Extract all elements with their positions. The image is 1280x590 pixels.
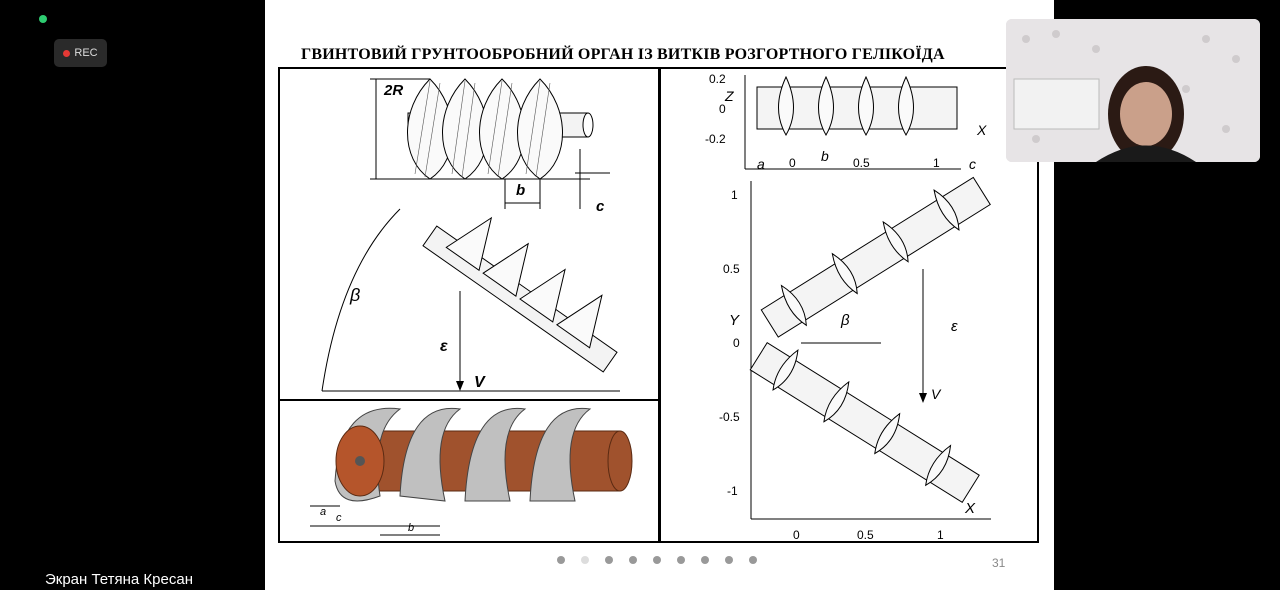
label-b: b [821, 148, 829, 164]
label-c: c [336, 512, 342, 524]
label-beta-right: β [840, 312, 850, 329]
auger-projection-plot: 0.2 0 -0.2 Z 0 0.5 1 X a b c 1 0.5 [705, 72, 991, 542]
participant-video[interactable] [1006, 19, 1260, 162]
figure-bottom-left: a c b [278, 399, 660, 543]
slide-dot[interactable] [557, 556, 565, 564]
slide-dot[interactable] [749, 556, 757, 564]
label-a: a [320, 506, 326, 518]
x-tick-1: 0.5 [857, 528, 874, 541]
label-v: V [474, 374, 486, 391]
label-c: c [969, 156, 976, 172]
label-eps: ε [440, 338, 448, 355]
z-tick-2: -0.2 [705, 132, 726, 146]
slide-dot[interactable] [701, 556, 709, 564]
rec-label: REC [74, 47, 98, 59]
label-2r: 2R [383, 82, 403, 99]
z-axis-label: Z [724, 88, 734, 104]
slide-title: ГВИНТОВИЙ ГРУНТООБРОБНИЙ ОРГАН ІЗ ВИТКІВ… [301, 46, 945, 63]
auger-3d-render: a c b [310, 407, 633, 536]
x-axis-label-top: X [976, 122, 987, 138]
x-tick-top-2: 1 [933, 156, 940, 170]
slide-dot[interactable] [653, 556, 661, 564]
label-v-right: V [931, 386, 942, 402]
figure-top-left: 2R b c β ε V [278, 67, 660, 401]
z-tick-1: 0 [719, 102, 726, 116]
y-tick-1: 0.5 [723, 262, 740, 276]
x-tick-2: 1 [937, 528, 944, 541]
slide-nav-dots[interactable] [557, 556, 757, 564]
y-tick-3: -0.5 [719, 410, 740, 424]
slide-dot[interactable] [605, 556, 613, 564]
label-c: c [596, 198, 605, 215]
slide-dot[interactable] [677, 556, 685, 564]
x-tick-top-1: 0.5 [853, 156, 870, 170]
slide-dot[interactable] [725, 556, 733, 564]
label-beta: β [349, 285, 360, 305]
slide-dot-active[interactable] [581, 556, 589, 564]
participant-video-frame [1006, 19, 1260, 162]
figure-right: 0.2 0 -0.2 Z 0 0.5 1 X a b c 1 0.5 [659, 67, 1039, 543]
shared-slide: ГВИНТОВИЙ ГРУНТООБРОБНИЙ ОРГАН ІЗ ВИТКІВ… [265, 0, 1054, 590]
status-dot [39, 15, 47, 23]
x-tick-top-0: 0 [789, 156, 796, 170]
label-a: a [757, 156, 765, 172]
y-tick-0: 1 [731, 188, 738, 202]
x-tick-0: 0 [793, 528, 800, 541]
screen-share-label: Экран Тетяна Кресан [45, 571, 193, 588]
record-icon [63, 49, 71, 57]
label-eps-right: ε [951, 318, 958, 335]
z-tick-0: 0.2 [709, 72, 726, 86]
label-b: b [516, 182, 525, 199]
y-tick-4: -1 [727, 484, 738, 498]
y-tick-2: 0 [733, 336, 740, 350]
rec-indicator: REC [54, 39, 107, 67]
slide-page-number: 31 [992, 556, 1006, 570]
x-axis-label: X [964, 500, 976, 517]
auger-side-view-diagram: 2R b c β ε V [321, 78, 620, 392]
label-b: b [408, 522, 414, 534]
y-axis-label: Y [729, 312, 740, 329]
slide-dot[interactable] [629, 556, 637, 564]
